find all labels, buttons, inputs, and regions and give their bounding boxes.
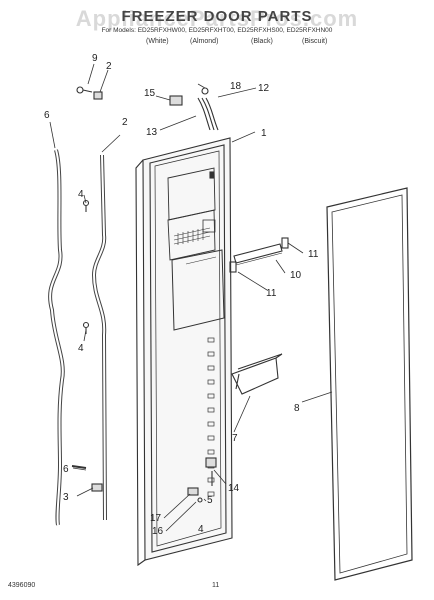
callout-4-upper: 4 (78, 189, 84, 200)
callout-6-bottom: 6 (63, 464, 69, 475)
color-black: (Black) (251, 38, 273, 45)
page-title: FREEZER DOOR PARTS (121, 8, 313, 25)
callout-5: 5 (207, 495, 213, 506)
color-biscuit: (Biscuit) (302, 38, 328, 45)
callout-3-top: 2 (106, 61, 112, 72)
hinge-screw-top (76, 86, 103, 100)
dispenser-trim (233, 243, 283, 264)
callout-4-lower: 4 (78, 343, 84, 354)
callout-12: 12 (258, 83, 270, 94)
callout-11-upper: 11 (308, 249, 319, 260)
callout-4-bottom: 4 (198, 524, 204, 535)
callout-9: 6 (44, 110, 50, 121)
screw-upper (82, 199, 90, 212)
callout-2: 2 (122, 117, 128, 128)
freezer-door (135, 137, 233, 567)
callout-18: 18 (230, 81, 242, 92)
screw-lower (82, 321, 90, 334)
door-shelf-bin (231, 353, 283, 395)
callout-7: 7 (232, 433, 238, 444)
trim-cap-lower (229, 261, 237, 273)
watermark: AppliancePartsPros.com (75, 6, 359, 31)
trim-cap-upper (281, 237, 289, 249)
callout-17: 17 (150, 513, 162, 524)
hinge-screw-bottom (71, 465, 103, 492)
callout-10: 10 (290, 270, 302, 281)
color-almond: (Almond) (190, 38, 219, 45)
callout-labels: 9 2 6 2 4 4 1 15 13 18 12 11 10 11 7 8 6… (44, 53, 319, 537)
callout-11-lower: 11 (266, 288, 277, 299)
bottom-hinge (187, 457, 217, 503)
callout-16: 16 (152, 526, 164, 537)
page-number: 11 (212, 582, 220, 589)
callout-14: 14 (228, 483, 240, 494)
models-line: For Models: ED25RFXHW00, ED25RFXHT00, ED… (101, 27, 333, 34)
callout-6-top: 9 (92, 53, 98, 64)
callout-15: 15 (144, 88, 156, 99)
color-white: (White) (146, 38, 169, 45)
callout-8: 8 (294, 403, 300, 414)
doc-number: 4396090 (8, 582, 36, 589)
callout-13: 13 (146, 127, 158, 138)
callout-1: 1 (261, 128, 267, 139)
door-gasket (326, 187, 413, 581)
callout-3-bottom: 3 (63, 492, 69, 503)
